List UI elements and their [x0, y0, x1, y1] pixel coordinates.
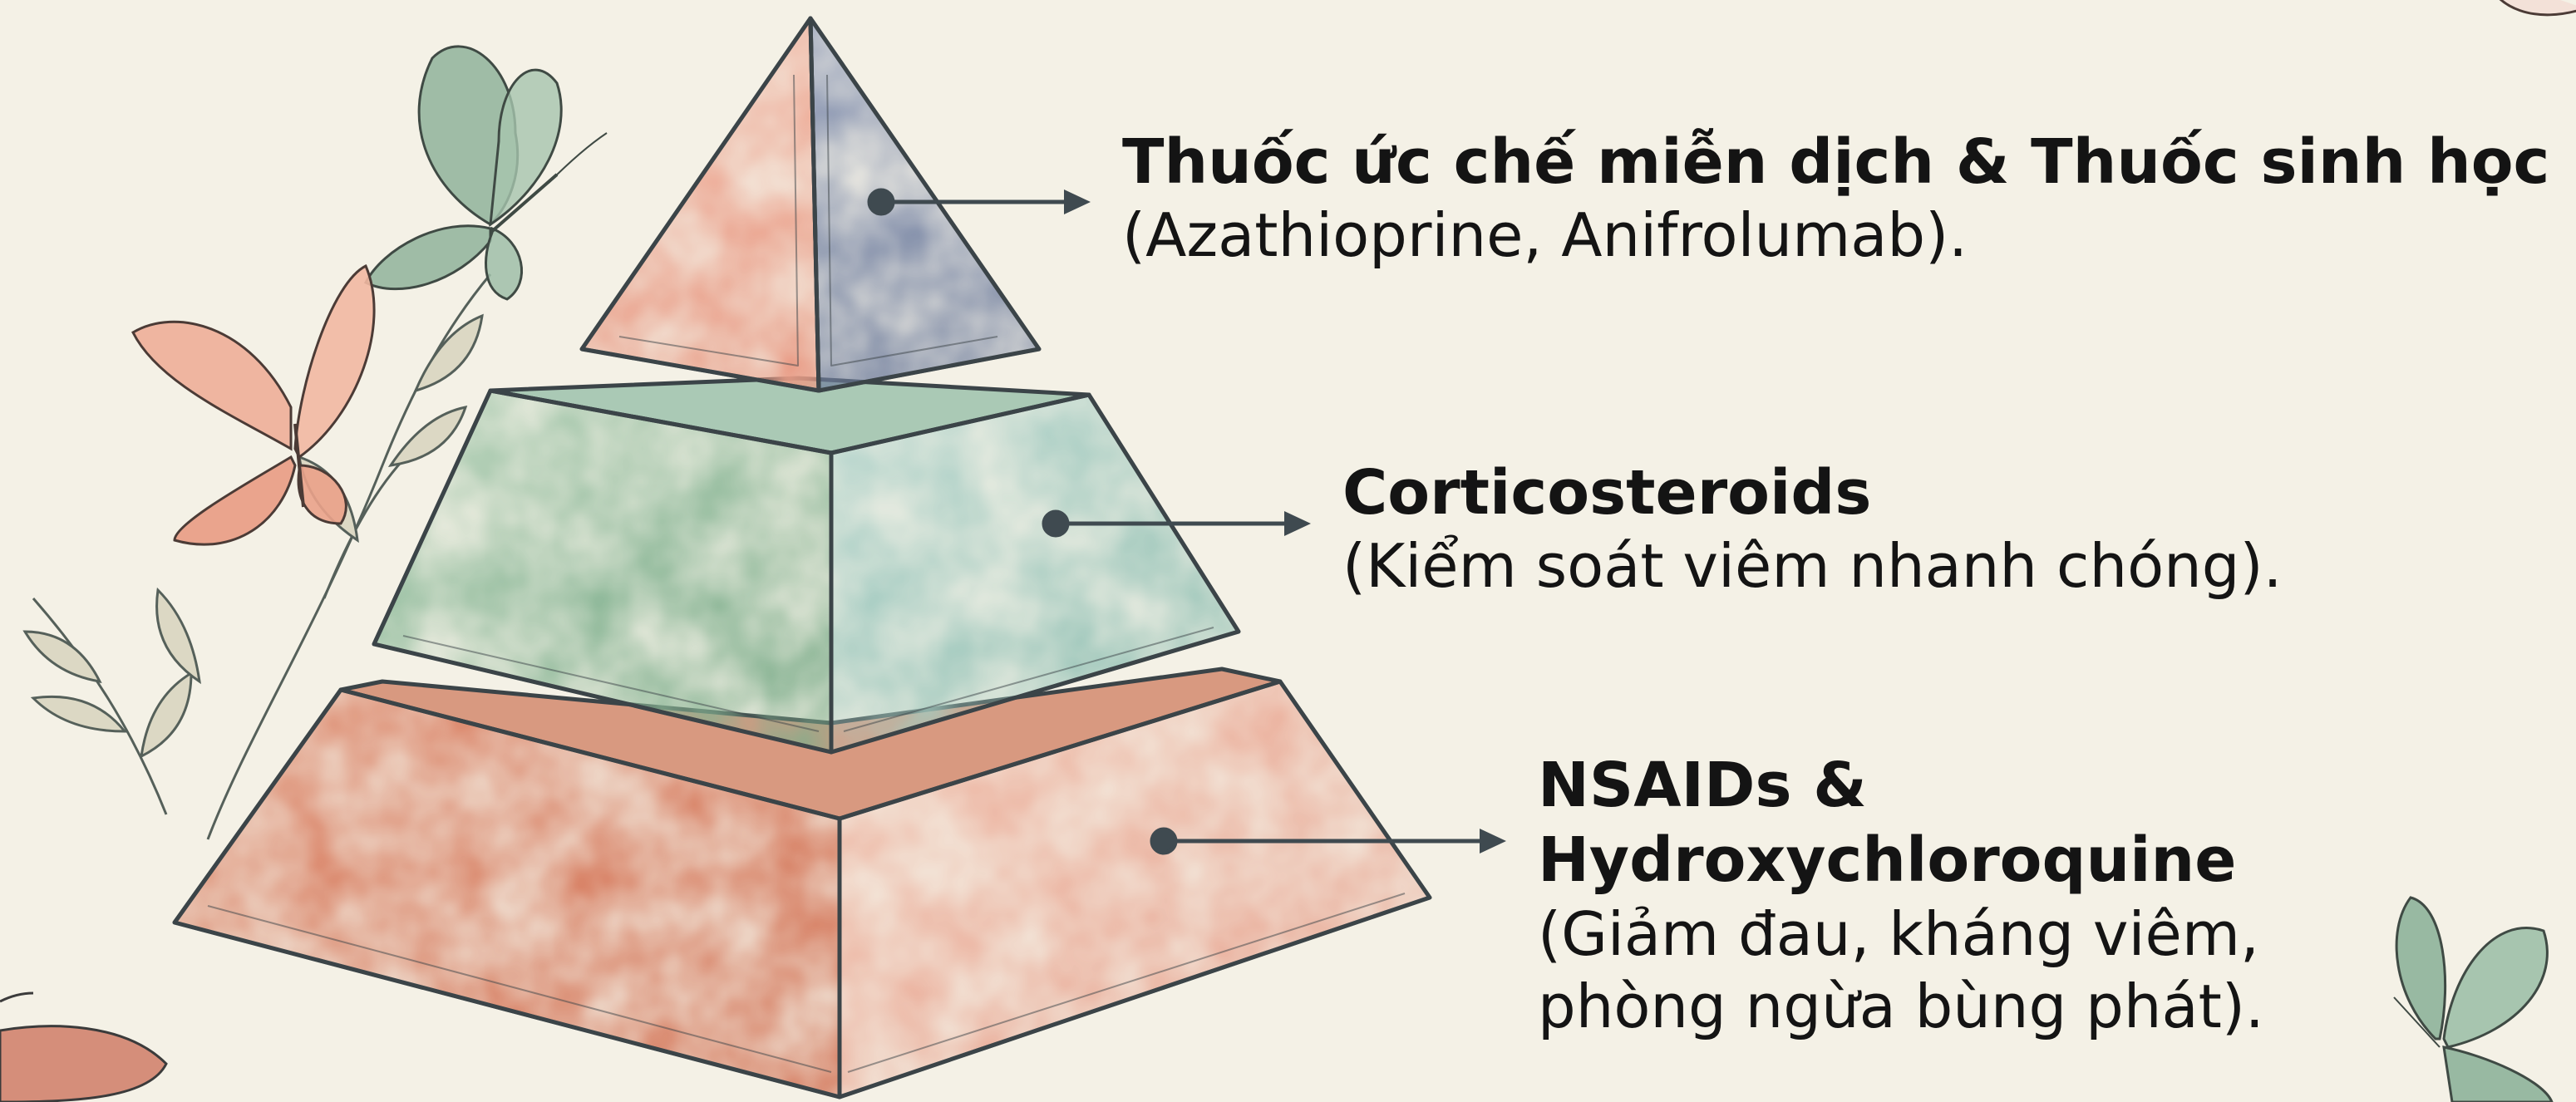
pyramid-tier-top	[582, 18, 1039, 391]
tier-bottom-detail: (Giảm đau, kháng viêm, phòng ngừa bùng p…	[1538, 898, 2369, 1045]
tier-middle-label: Corticosteroids (Kiểm soát viêm nhanh ch…	[1342, 455, 2282, 603]
tier-top-title: Thuốc ức chế miễn dịch & Thuốc sinh học	[1122, 125, 2549, 199]
tier-middle-detail: (Kiểm soát viêm nhanh chóng).	[1342, 530, 2282, 603]
leaf-branch-icon	[0, 993, 166, 1102]
tier-top-right-face	[810, 18, 1039, 391]
tier-middle-title: Corticosteroids	[1342, 455, 2282, 530]
tier-top-detail: (Azathioprine, Anifrolumab).	[1122, 199, 2549, 273]
arrow-head-icon	[1284, 511, 1311, 536]
tier-top-label: Thuốc ức chế miễn dịch & Thuốc sinh học …	[1122, 125, 2549, 273]
butterfly-icon	[133, 266, 374, 544]
arrow-head-icon	[1064, 189, 1091, 214]
butterfly-icon	[2485, 0, 2576, 15]
tier-top-left-face	[582, 18, 819, 391]
butterfly-icon	[366, 47, 607, 299]
tier-bottom-label: NSAIDs & Hydroxychloroquine (Giảm đau, k…	[1538, 748, 2576, 1044]
tier-bottom-title: NSAIDs & Hydroxychloroquine	[1538, 748, 2576, 898]
arrow-head-icon	[1480, 829, 1506, 854]
